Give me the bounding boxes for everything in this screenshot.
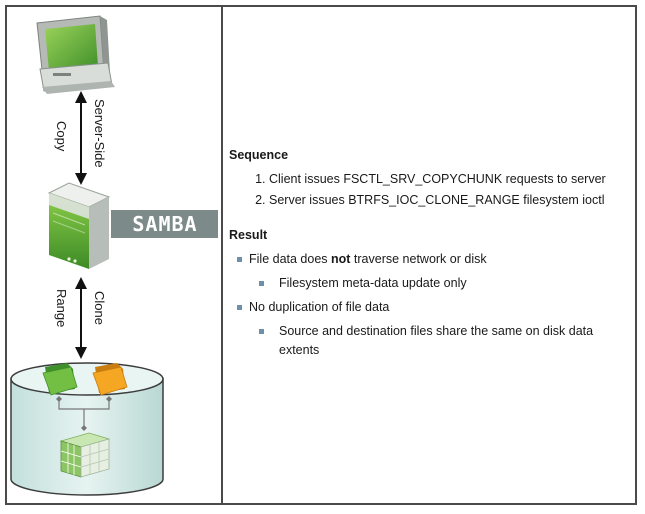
result-title: Result: [229, 228, 268, 242]
sequence-step: Client issues FSCTL_SRV_COPYCHUNK reques…: [269, 172, 629, 187]
result-list: File data does not traverse network or d…: [229, 252, 629, 360]
result-subitem: Filesystem meta-data update only: [259, 274, 629, 293]
result-item-text: File data does: [249, 252, 331, 266]
server-side-copy-arrow: [75, 91, 87, 185]
illustration-svg: Server-Side Copy SAMBA Clone Range: [10, 15, 218, 496]
connector-node: [106, 396, 112, 402]
sequence-steps: Client issues FSCTL_SRV_COPYCHUNK reques…: [229, 172, 629, 208]
sequence-title: Sequence: [229, 148, 289, 162]
label-clone: Clone: [92, 291, 107, 325]
diagram-frame: [5, 5, 637, 505]
clone-range-arrow: [75, 277, 87, 359]
panel-divider: [221, 5, 223, 505]
samba-server-icon: [47, 182, 111, 269]
result-item-text: No duplication of file data: [249, 300, 390, 314]
label-copy: Copy: [54, 121, 69, 152]
result-subitem: Source and destination files share the s…: [259, 322, 629, 360]
result-item-text: traverse network or disk: [350, 252, 487, 266]
green-folder-icon: [42, 363, 78, 396]
samba-logo: SAMBA: [111, 210, 218, 238]
connector-node: [56, 396, 62, 402]
sequence-step: Server issues BTRFS_IOC_CLONE_RANGE file…: [269, 193, 629, 208]
extent-connectors: [58, 401, 110, 427]
orange-folder-icon: [92, 363, 128, 396]
label-range: Range: [54, 289, 69, 327]
result-item-emphasis: not: [331, 252, 351, 266]
data-extents-icon: [59, 432, 111, 478]
result-item: File data does not traverse network or d…: [237, 252, 629, 293]
client-computer-icon: [36, 15, 115, 94]
result-sublist: Source and destination files share the s…: [249, 322, 629, 360]
illustration-panel: Server-Side Copy SAMBA Clone Range: [7, 7, 221, 503]
svg-text:SAMBA: SAMBA: [132, 212, 197, 236]
connector-node: [81, 425, 87, 431]
result-item: No duplication of file data Source and d…: [237, 300, 629, 360]
result-sublist: Filesystem meta-data update only: [249, 274, 629, 293]
description-panel: Sequence Client issues FSCTL_SRV_COPYCHU…: [229, 148, 629, 367]
label-server-side: Server-Side: [92, 99, 107, 168]
